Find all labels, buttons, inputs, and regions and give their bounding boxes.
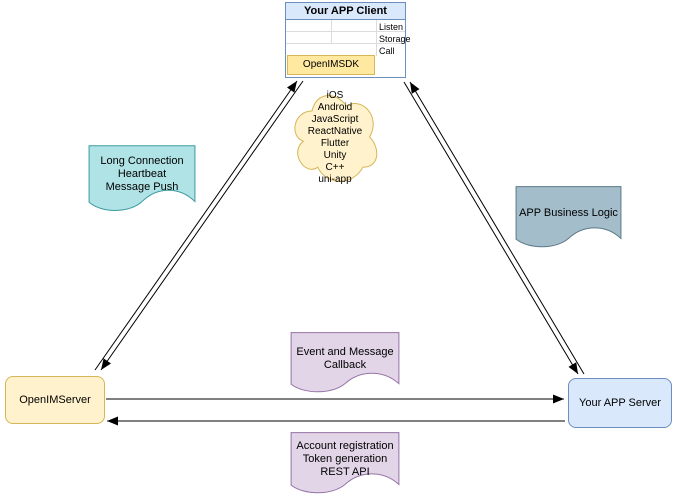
note-line: Message Push	[105, 180, 179, 193]
platform-label: iOS	[326, 90, 344, 101]
edge-openimserver-to-sdk	[94, 80, 298, 371]
app-client-title: Your APP Client	[286, 3, 405, 20]
openimserver-box: OpenIMServer	[5, 376, 105, 424]
document-shape	[88, 145, 196, 214]
document-shape	[515, 186, 622, 250]
grid-line	[331, 20, 332, 44]
cloud-icon	[295, 95, 377, 181]
edge-appserver-to-client	[409, 81, 585, 375]
client-slot-call: Call	[286, 44, 405, 56]
platform-label: Unity	[323, 150, 347, 161]
note-shape	[291, 433, 399, 493]
note-text: Long Connection Heartbeat Message Push	[88, 145, 196, 204]
note-line: REST API	[320, 465, 370, 478]
document-shape	[290, 332, 400, 395]
app-client-body: Listen Storage Call OpenIMSDK	[286, 20, 411, 76]
grid-line	[376, 20, 377, 56]
note-line: Token generation	[302, 452, 388, 465]
platform-label: Flutter	[320, 138, 350, 149]
client-slot-storage: Storage	[286, 32, 411, 44]
slot-label: Listen	[379, 22, 404, 32]
note-line: Callback	[323, 358, 367, 371]
note-line: Account registration	[296, 439, 394, 452]
app-client-box: Your APP Client Listen Storage Call Open…	[285, 2, 411, 78]
document-shape	[290, 432, 400, 496]
note-event-message-callback: Event and Message Callback	[290, 332, 400, 395]
note-line: Long Connection	[100, 154, 184, 167]
client-slot-listen: Listen	[286, 20, 405, 32]
platform-label: C++	[325, 162, 345, 173]
note-text: APP Business Logic	[515, 186, 622, 240]
openimsdk-box: OpenIMSDK	[287, 55, 375, 75]
note-text: Account registration Token generation RE…	[290, 432, 400, 486]
edge-sdk-to-openimserver	[100, 80, 304, 371]
platform-cloud-shape	[287, 84, 383, 188]
platform-label: Android	[317, 102, 353, 113]
edge-client-to-appserver	[403, 81, 579, 375]
note-shape	[516, 187, 621, 247]
slot-label: Storage	[379, 34, 411, 44]
your-app-server-box: Your APP Server	[568, 378, 672, 428]
note-text: Event and Message Callback	[290, 332, 400, 386]
note-line: APP Business Logic	[519, 206, 618, 219]
note-line: Heartbeat	[117, 167, 167, 180]
note-line: Event and Message	[296, 345, 394, 358]
note-rest-api: Account registration Token generation RE…	[290, 432, 400, 496]
slot-label: Call	[379, 46, 395, 56]
note-app-business-logic: APP Business Logic	[515, 186, 622, 250]
platform-label: uni-app	[318, 174, 352, 185]
note-shape	[291, 333, 399, 392]
note-shape	[89, 146, 195, 211]
platform-label: JavaScript	[311, 114, 359, 125]
note-long-connection: Long Connection Heartbeat Message Push	[88, 145, 196, 214]
platform-list: iOS Android JavaScript ReactNative Flutt…	[270, 90, 400, 186]
platform-label: ReactNative	[307, 126, 363, 137]
